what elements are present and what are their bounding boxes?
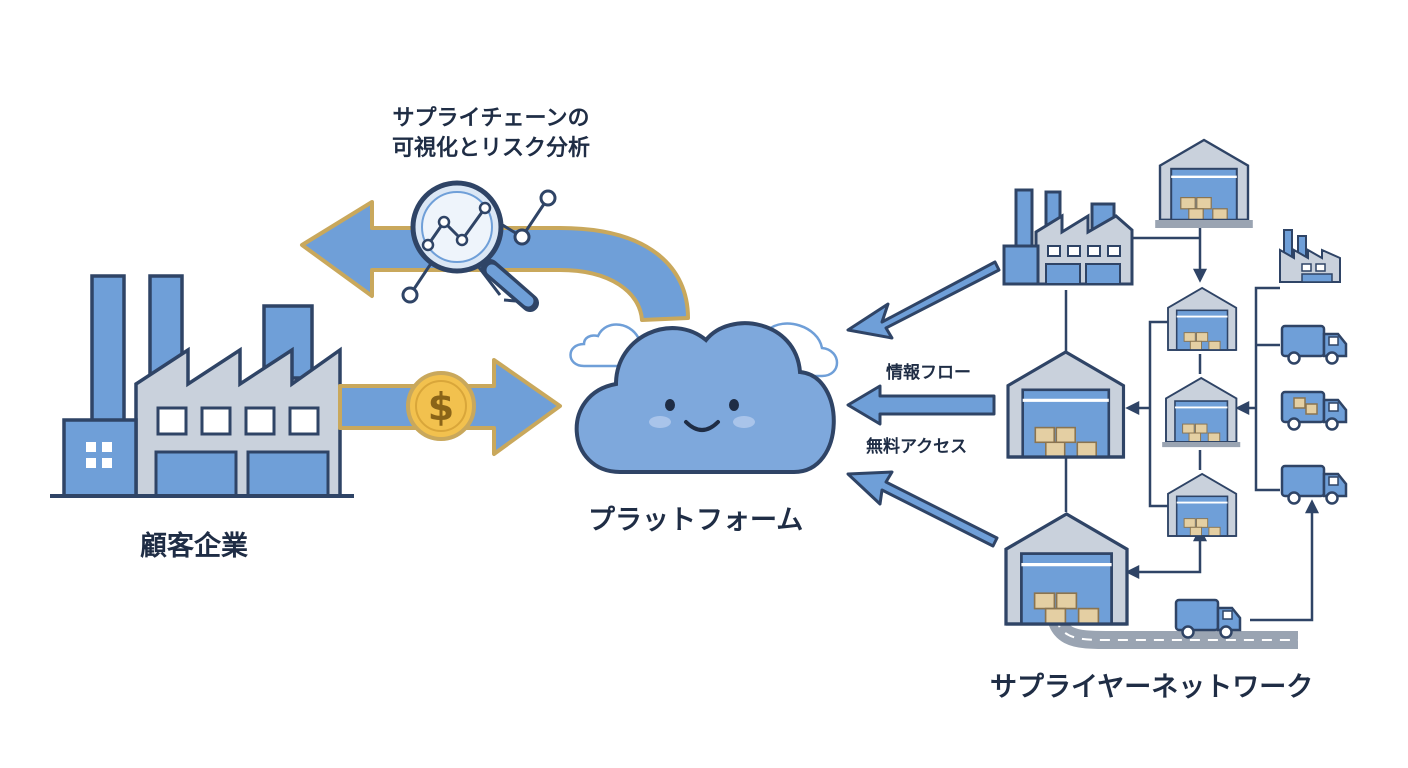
- visualization-label: サプライチェーンの 可視化とリスク分析: [366, 104, 616, 164]
- customer-label: 顧客企業: [140, 531, 248, 562]
- warehouse-main-icon: [1006, 350, 1126, 459]
- supplier-network-label: サプライヤーネットワーク: [990, 672, 1314, 703]
- supplier-network-lines: [1064, 222, 1320, 622]
- supplier-factory-icon: [1002, 188, 1134, 286]
- visualization-label-line1: サプライチェーンの: [392, 106, 590, 131]
- warehouse-bottom-icon: [1004, 512, 1129, 626]
- truck-icon-1: [1280, 324, 1348, 365]
- free-access-label: 無料アクセス: [866, 437, 968, 457]
- warehouse-top-icon: [1155, 138, 1253, 228]
- truck-icon-3: [1280, 464, 1348, 505]
- supplier-arrow-top: [846, 260, 1001, 340]
- info-flow-label: 情報フロー: [886, 363, 971, 383]
- magnifier-chart-icon: [401, 180, 557, 312]
- supplier-arrow-bottom: [846, 470, 999, 548]
- visualization-label-line2: 可視化とリスク分析: [391, 136, 590, 161]
- warehouse-small-2-icon: [1162, 377, 1241, 448]
- customer-factory-icon: [50, 274, 354, 498]
- svg-text:$: $: [428, 385, 454, 429]
- dollar-coin-icon: $: [406, 371, 476, 441]
- platform-label: プラットフォーム: [588, 505, 804, 536]
- supplier-arrow-middle: [846, 384, 996, 426]
- warehouse-small-1-icon: [1167, 287, 1238, 351]
- truck-icon-2: [1280, 390, 1348, 431]
- warehouse-small-3-icon: [1167, 473, 1238, 537]
- small-factory-icon: [1279, 229, 1341, 283]
- cloud-platform-icon: [569, 321, 839, 474]
